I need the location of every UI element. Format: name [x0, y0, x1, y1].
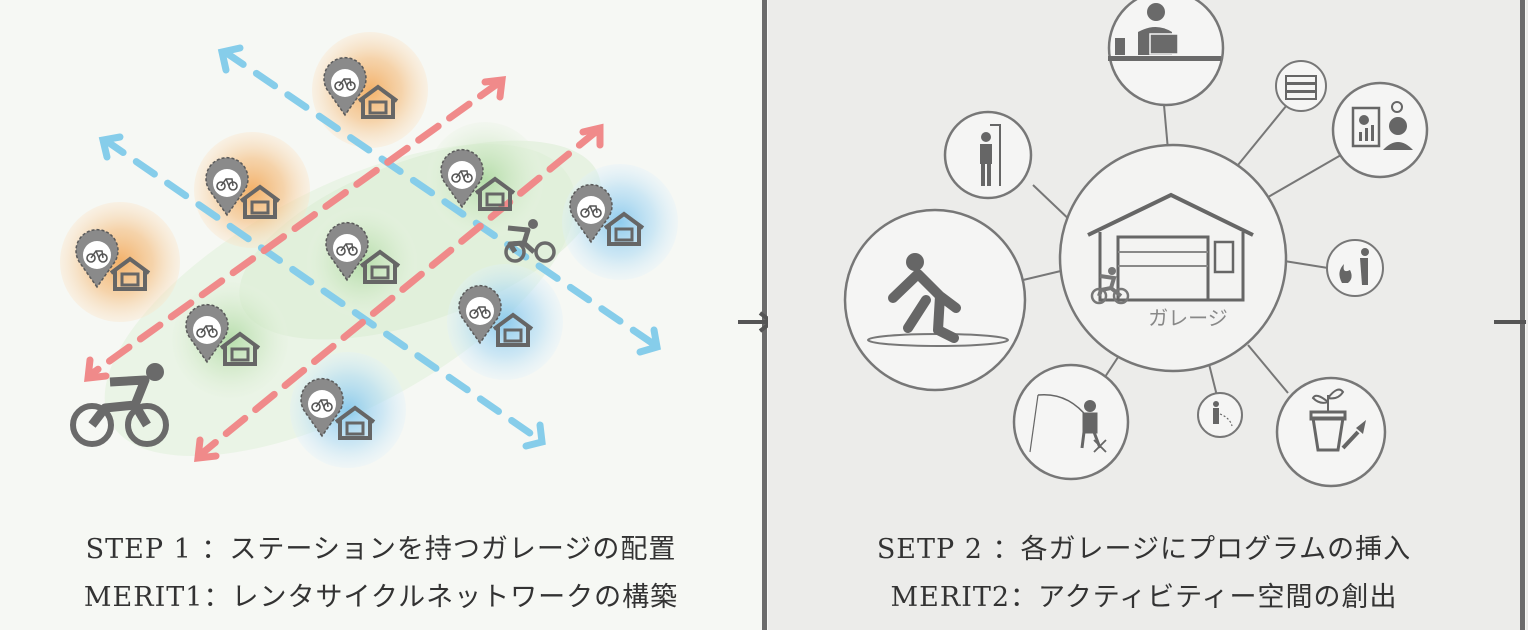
merit1-caption: MERIT1：レンタサイクルネットワークの構築: [83, 582, 679, 613]
cyclist-small-icon: [504, 219, 556, 263]
step3-panel-edge: [1526, 0, 1528, 630]
garage-hub: ガレージ: [1058, 143, 1288, 373]
shower-node: [943, 110, 1033, 200]
remote-work-node: [1107, 0, 1225, 107]
step2-caption: SETP 2 ：各ガレージにプログラムの挿入: [876, 534, 1412, 565]
books-node: [1275, 60, 1327, 112]
red-route-arrows: [86, 78, 602, 459]
arrow-right-icon-2: [1494, 320, 1526, 324]
garage-label: ガレージ: [1148, 306, 1228, 330]
blue-route-arrows: [101, 48, 659, 444]
cyclist-large-icon: [70, 363, 169, 447]
watering-node: [1197, 392, 1243, 438]
rental-cycle-network-map: [60, 21, 678, 468]
skate-node: [843, 208, 1027, 392]
garage-program-diagram: ガレージ: [843, 0, 1429, 488]
fishing-node: [1012, 363, 1130, 481]
step1-panel: STEP 1 ：ステーションを持つガレージの配置 MERIT1：レンタサイクルネ…: [0, 0, 762, 630]
step2-panel: ガレージ: [768, 0, 1520, 630]
merit2-caption: MERIT2：アクティビティー空間の創出: [890, 582, 1398, 613]
step1-caption: STEP 1 ：ステーションを持つガレージの配置: [85, 534, 677, 565]
gardening-node: [1275, 376, 1387, 488]
study-node: [1331, 81, 1429, 179]
campfire-node: [1326, 239, 1384, 297]
divider-2: [1520, 0, 1525, 630]
